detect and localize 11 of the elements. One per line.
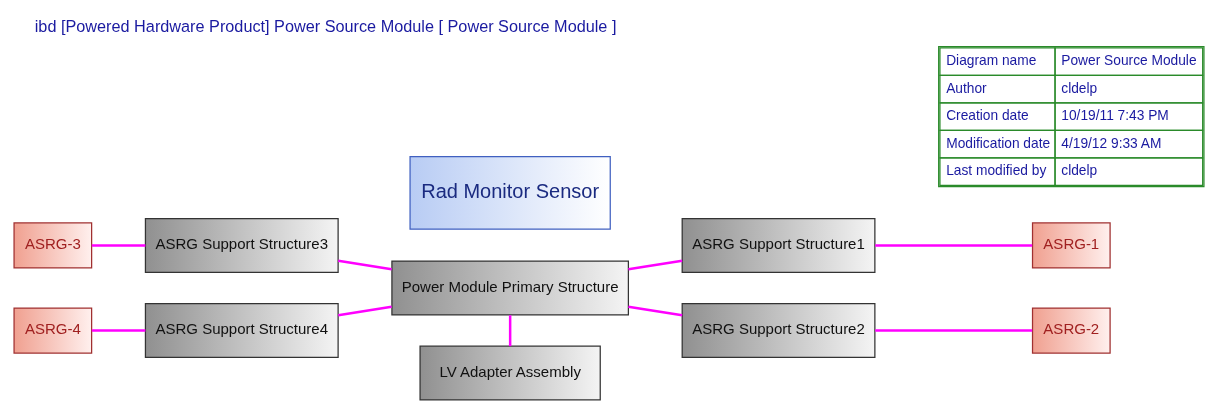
label: cldelp <box>1061 80 1098 96</box>
label: 10/19/11 7:43 PM <box>1061 107 1169 123</box>
label: Power Source Module <box>1061 52 1197 68</box>
label: Diagram name <box>946 52 1037 68</box>
label: Creation date <box>946 107 1029 123</box>
label: Modification date <box>946 135 1051 151</box>
diagram-title: ibd [Powered Hardware Product] Power Source Module [ Power Source Module ] <box>34 16 617 35</box>
label: Last modified by <box>946 162 1047 178</box>
label: 4/19/12 9:33 AM <box>1061 135 1162 151</box>
label: Author <box>946 80 987 96</box>
label: cldelp <box>1061 162 1098 178</box>
